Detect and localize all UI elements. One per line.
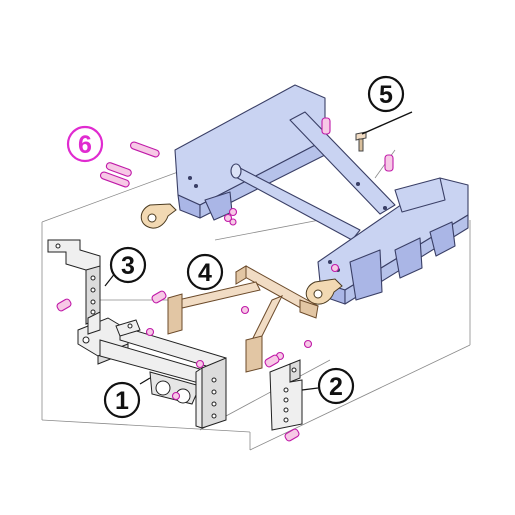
tow-hook-left (140, 203, 177, 229)
callout-2: 2 (317, 367, 355, 405)
callout-2-label: 2 (329, 373, 343, 401)
frame-bolt (355, 131, 367, 152)
crossmember-brace (167, 265, 319, 373)
left-side-bracket (47, 239, 101, 325)
callout-5-label: 5 (379, 81, 393, 109)
callout-3-label: 3 (121, 252, 135, 280)
callout-5-leader (361, 111, 413, 135)
spring-hanger-right (429, 221, 456, 257)
right-side-bracket (269, 359, 303, 431)
frame-cross-tube (231, 167, 361, 241)
callout-1: 1 (103, 381, 141, 419)
main-receiver-bracket (77, 311, 227, 429)
callout-3: 3 (109, 246, 147, 284)
callout-4: 4 (186, 253, 224, 291)
callout-6-label: 6 (78, 131, 92, 159)
frame-diagonal-brace (289, 111, 396, 215)
callout-5: 5 (367, 75, 405, 113)
assembly-guide-lines (41, 149, 471, 451)
hardware-fasteners (56, 117, 394, 442)
vehicle-frame (174, 84, 469, 305)
callout-6: 6 (66, 125, 104, 163)
callout-4-label: 4 (198, 259, 212, 287)
tow-hook-right (305, 278, 343, 305)
callout-1-label: 1 (115, 387, 129, 415)
